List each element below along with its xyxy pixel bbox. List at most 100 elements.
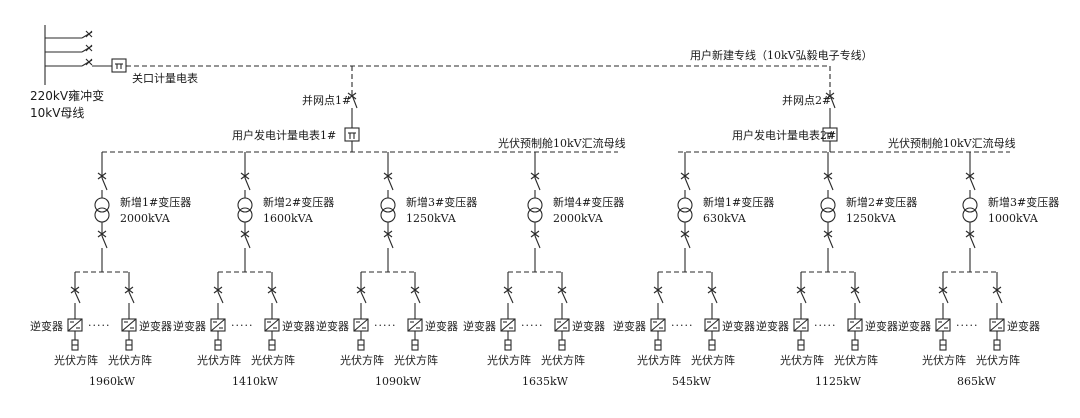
inverter-icon [793,318,809,332]
inverter-icon [210,318,226,332]
inverter-icon [353,318,369,332]
transformer-capacity: 1600kVA [263,212,314,225]
transformer-icon [677,197,693,223]
ellipsis: ····· [374,319,396,332]
pv-array-icon [797,339,805,351]
inverter-label: 逆变器 [898,319,931,333]
inverter-label: 逆变器 [173,319,206,333]
inverter-icon [989,318,1005,332]
transformer-name: 新增3#变压器 [406,195,477,209]
transformer-capacity: 1250kVA [406,212,457,225]
pv-array-icon [214,339,222,351]
inverter-icon [121,318,137,332]
transformer-name: 新增2#变压器 [846,195,917,209]
pv-capacity: 1410kW [232,375,279,388]
transformer-capacity: 1000kVA [988,212,1039,225]
pv-capacity: 1960kW [89,375,136,388]
inverter-icon [264,318,280,332]
inverter-icon [67,318,83,332]
inverter-label: 逆变器 [865,319,898,333]
pv-array-icon [125,339,133,351]
grid-point-2-label: 并网点2# [782,93,831,107]
inverter-icon [554,318,570,332]
transformer-name: 新增1#变压器 [120,195,191,209]
ellipsis: ····· [814,319,836,332]
transformer-capacity: 1250kVA [846,212,897,225]
pv-array-icon [993,339,1001,351]
gen-meter-2-label: 用户发电计量电表2# [732,128,836,142]
transformer-capacity: 630kVA [703,212,747,225]
inverter-icon [650,318,666,332]
ellipsis: ····· [88,319,110,332]
pv-array-icon [654,339,662,351]
pv-array-label: 光伏方阵 [834,353,878,367]
transformer-icon [962,197,978,223]
transformer-icon [94,197,110,223]
substation-label: 220kV雍冲变 [30,88,104,103]
inverter-icon [500,318,516,332]
transformer-name: 新增4#变压器 [553,195,624,209]
pv-capacity: 1090kW [375,375,422,388]
pv-array-label: 光伏方阵 [637,353,681,367]
gen-meter-1-icon [344,127,360,142]
inverter-label: 逆变器 [1007,319,1040,333]
pv-array-icon [939,339,947,351]
inverter-label: 逆变器 [756,319,789,333]
substation-feeders [44,25,112,85]
pv-array-icon [268,339,276,351]
pv-array-label: 光伏方阵 [922,353,966,367]
transformer-icon [237,197,253,223]
transformer-icon [380,197,396,223]
pv-array-label: 光伏方阵 [251,353,295,367]
transformer-icon [527,197,543,223]
pv-capacity: 545kW [672,375,712,388]
pv-capacity: 1125kW [815,375,862,388]
inverter-label: 逆变器 [613,319,646,333]
gen-meter-1-label: 用户发电计量电表1# [232,128,336,142]
pv-array-icon [504,339,512,351]
bus-1-label: 光伏预制舱10kV汇流母线 [498,136,626,150]
inverter-icon [847,318,863,332]
gateway-meter-label: 关口计量电表 [132,71,198,85]
pv-array-label: 光伏方阵 [197,353,241,367]
inverter-icon [407,318,423,332]
transformer-capacity: 2000kVA [120,212,171,225]
pv-array-label: 光伏方阵 [108,353,152,367]
ellipsis: ····· [671,319,693,332]
pv-array-icon [708,339,716,351]
pv-array-label: 光伏方阵 [340,353,384,367]
pv-array-icon [71,339,79,351]
inverter-icon [704,318,720,332]
dedicated-line-label: 用户新建专线（10kV弘毅电子专线） [690,48,873,62]
ellipsis: ····· [521,319,543,332]
pv-array-label: 光伏方阵 [487,353,531,367]
inverter-label: 逆变器 [572,319,605,333]
transformer-name: 新增1#变压器 [703,195,774,209]
ellipsis: ····· [231,319,253,332]
pv-capacity: 1635kW [522,375,569,388]
pv-array-label: 光伏方阵 [976,353,1020,367]
inverter-label: 逆变器 [139,319,172,333]
inverter-label: 逆变器 [425,319,458,333]
grid-point-1-feeder [347,66,358,128]
pv-capacity: 865kW [957,375,997,388]
grid-point-1-label: 并网点1# [302,93,351,107]
pv-array-label: 光伏方阵 [54,353,98,367]
pv-array-label: 光伏方阵 [780,353,824,367]
pv-array-label: 光伏方阵 [541,353,585,367]
pv-array-icon [411,339,419,351]
inverter-label: 逆变器 [316,319,349,333]
inverter-label: 逆变器 [463,319,496,333]
pv-array-label: 光伏方阵 [691,353,735,367]
gateway-meter-icon [111,58,127,73]
transformer-capacity: 2000kVA [553,212,604,225]
inverter-label: 逆变器 [30,319,63,333]
